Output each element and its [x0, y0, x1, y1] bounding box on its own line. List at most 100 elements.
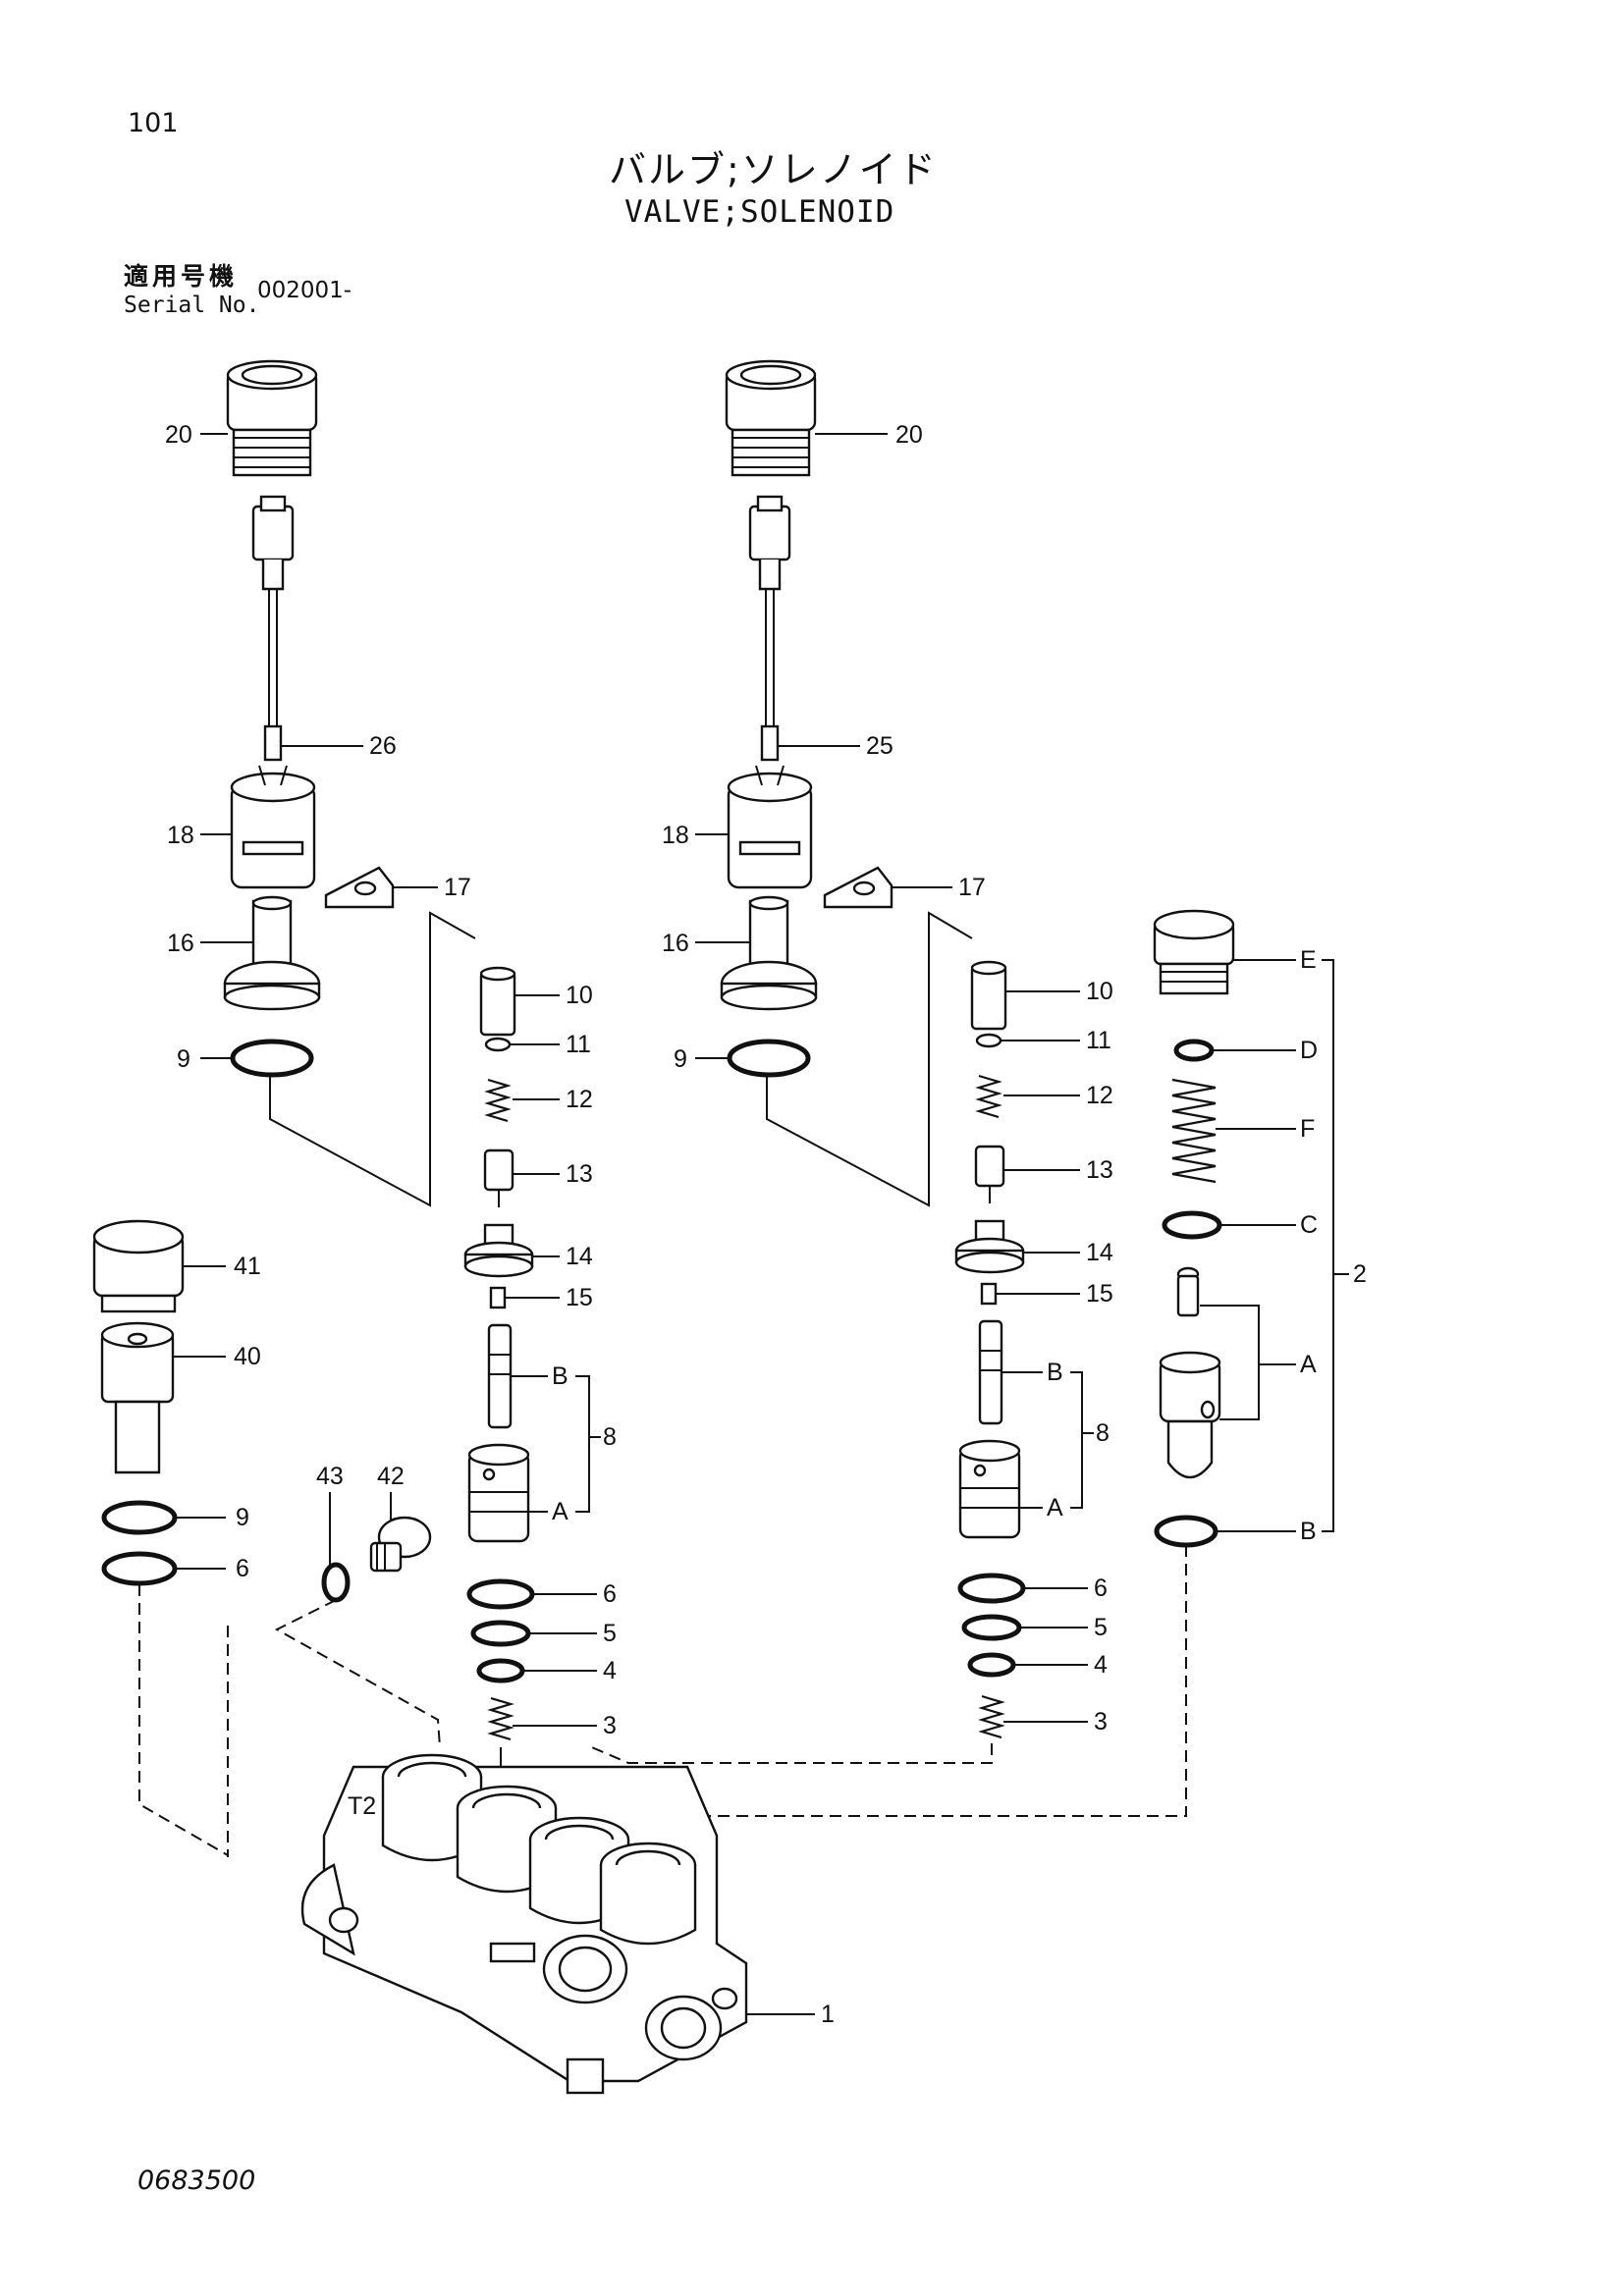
part-3-left-spring: [487, 1696, 514, 1741]
part-16-left-core-tube: [223, 895, 321, 1011]
callout-14-left: 14: [566, 1243, 593, 1270]
callout-9-left: 9: [177, 1045, 190, 1073]
part-20-left-connector-cap: [226, 359, 318, 477]
part-1-valve-body: T2: [300, 1753, 748, 2095]
kit-part-d-washer: [1173, 1039, 1215, 1062]
part-20-right-connector-cap: [725, 359, 817, 477]
callout-15-right: 15: [1086, 1280, 1113, 1308]
callout-kit-f: F: [1300, 1115, 1315, 1143]
callout-42: 42: [377, 1463, 405, 1490]
title-english: VALVE;SOLENOID: [624, 194, 895, 230]
part-9-left-plug-oring: [101, 1500, 178, 1535]
callout-6-left: 6: [603, 1580, 617, 1608]
callout-3-right: 3: [1094, 1708, 1108, 1735]
title-japanese: バルブ;ソレノイド: [609, 148, 938, 191]
part-25-right-harness: [748, 495, 791, 762]
callout-b-right-spool: B: [1047, 1359, 1063, 1386]
callout-15-left: 15: [566, 1284, 593, 1311]
kit-part-a-poppet: [1159, 1266, 1221, 1479]
callout-18-left: 18: [167, 822, 194, 849]
part-11-right-washer: [975, 1033, 1002, 1048]
callout-5-left: 5: [603, 1620, 617, 1647]
callout-2: 2: [1353, 1260, 1367, 1288]
callout-a-right-spool: A: [1047, 1494, 1063, 1522]
callout-8-right: 8: [1096, 1419, 1110, 1447]
part-12-right-spring: [975, 1074, 1002, 1119]
part-4-left-center-oring: [476, 1658, 525, 1683]
callout-5-right: 5: [1094, 1614, 1108, 1641]
callout-17-right: 17: [958, 874, 986, 901]
callout-9-right: 9: [674, 1045, 687, 1073]
serial-label-english: Serial No.: [124, 293, 260, 318]
callout-a-left-spool: A: [552, 1498, 568, 1525]
callout-14-right: 14: [1086, 1239, 1113, 1266]
part-15-left-pin: [489, 1286, 507, 1309]
callout-6-plug: 6: [236, 1555, 249, 1582]
callout-17-left: 17: [444, 874, 471, 901]
part-4-right-center-oring: [967, 1652, 1016, 1678]
part-5-left-center-oring: [470, 1620, 531, 1647]
part-13-left-spring-seat: [483, 1148, 514, 1207]
callout-9-plug: 9: [236, 1504, 249, 1531]
part-10-right-plunger: [970, 960, 1007, 1031]
part-16-right-core-tube: [720, 895, 818, 1011]
callout-kit-e: E: [1300, 946, 1317, 974]
part-8-left-spool-assembly: [467, 1323, 530, 1543]
part-3-right-spring: [978, 1694, 1005, 1739]
part-9-right-oring: [727, 1039, 811, 1078]
part-42-small-plug: [369, 1516, 432, 1573]
part-6-left-plug-oring: [101, 1551, 178, 1586]
callout-43: 43: [316, 1463, 344, 1490]
part-6-right-center-oring: [957, 1573, 1026, 1604]
callout-40: 40: [234, 1343, 261, 1370]
part-43-small-oring: [321, 1562, 351, 1603]
callout-26: 26: [369, 732, 397, 760]
callout-13-right: 13: [1086, 1156, 1113, 1184]
part-14-left-adjuster: [463, 1223, 534, 1278]
callout-4-right: 4: [1094, 1651, 1108, 1679]
kit-part-b-seal: [1154, 1515, 1218, 1548]
part-17-right-nut: [823, 866, 893, 909]
callout-10-left: 10: [566, 982, 593, 1009]
callout-3-left: 3: [603, 1712, 617, 1739]
part-18-left-solenoid-coil: [230, 765, 316, 889]
callout-4-left: 4: [603, 1657, 617, 1684]
part-11-left-washer: [484, 1037, 512, 1052]
callout-12-right: 12: [1086, 1082, 1113, 1109]
kit-part-e-plug: [1153, 909, 1235, 995]
callout-11-right: 11: [1086, 1027, 1111, 1054]
part-41-plug-cap: [92, 1219, 185, 1313]
callout-20-right: 20: [895, 421, 923, 449]
callout-b-left-spool: B: [552, 1362, 568, 1390]
kit-part-f-spring: [1171, 1078, 1217, 1184]
callout-1: 1: [821, 2001, 835, 2028]
part-12-left-spring: [484, 1078, 512, 1123]
callout-12-left: 12: [566, 1086, 593, 1113]
part-13-right-spring-seat: [974, 1145, 1005, 1203]
part-8-right-spool-assembly: [958, 1319, 1021, 1539]
callout-13-left: 13: [566, 1160, 593, 1188]
part-9-left-oring: [230, 1039, 314, 1078]
callout-8-left: 8: [603, 1423, 617, 1451]
callout-16-right: 16: [662, 930, 689, 957]
callout-20-left: 20: [165, 421, 192, 449]
callout-41: 41: [234, 1253, 261, 1280]
part-26-left-harness: [251, 495, 295, 762]
drawing-number: 0683500: [137, 2165, 256, 2196]
callout-kit-c: C: [1300, 1211, 1318, 1239]
callout-10-right: 10: [1086, 978, 1113, 1005]
part-15-right-pin: [980, 1282, 998, 1306]
serial-label-japanese: 適用号機: [124, 262, 239, 291]
serial-number-value: 002001-: [257, 278, 352, 303]
kit-part-c-oring: [1162, 1210, 1222, 1240]
callout-6-right: 6: [1094, 1575, 1108, 1602]
callout-kit-b: B: [1300, 1518, 1317, 1545]
callout-18-right: 18: [662, 822, 689, 849]
part-40-plug-body: [100, 1321, 175, 1474]
part-18-right-solenoid-coil: [727, 765, 813, 889]
page-number: 101: [128, 108, 179, 138]
callout-kit-d: D: [1300, 1037, 1318, 1064]
callout-16-left: 16: [167, 930, 194, 957]
callout-11-left: 11: [566, 1031, 591, 1058]
